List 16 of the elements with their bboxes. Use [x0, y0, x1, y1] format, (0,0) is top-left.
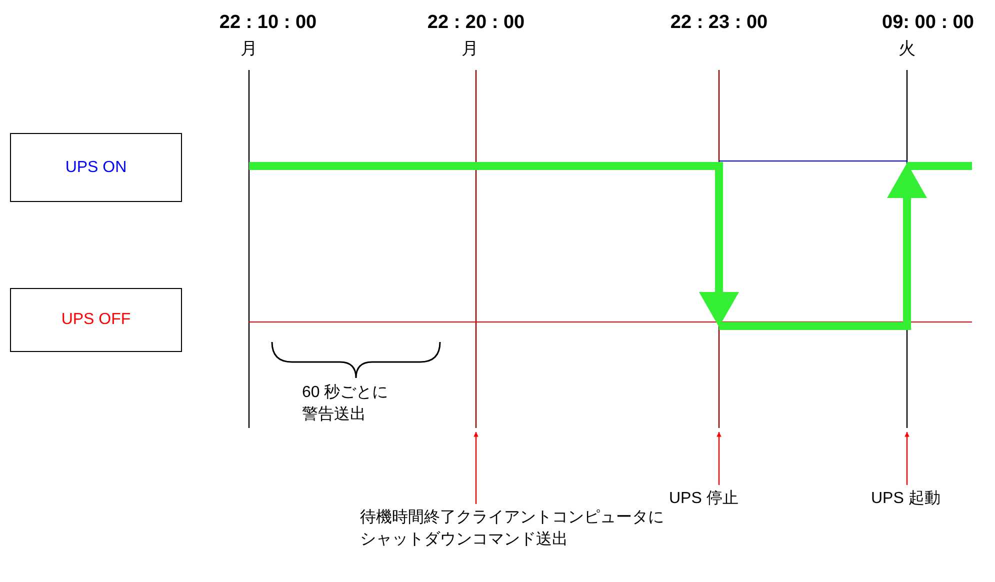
day-label: 火: [898, 38, 916, 60]
leader-arrow: [474, 432, 478, 504]
time-label: 22 : 10 : 00: [219, 11, 317, 35]
leader-arrow: [716, 432, 722, 485]
day-label: 月: [462, 38, 478, 60]
state-box: UPS ON: [10, 133, 182, 202]
time-label: 22 : 23 : 00: [670, 11, 768, 35]
time-label: 09: 00 : 00: [882, 11, 974, 35]
note-text: UPS 起動: [871, 488, 971, 510]
time-label: 22 : 20 : 00: [427, 11, 525, 35]
note-text: 待機時間終了クライアントコンピュータにシャットダウンコマンド送出: [360, 507, 670, 550]
state-box: UPS OFF: [10, 288, 182, 352]
interval-note: 60 秒ごとに警告送出: [302, 383, 390, 425]
note-text: UPS 停止: [669, 488, 769, 510]
leader-arrow: [904, 432, 910, 485]
day-label: 月: [240, 38, 258, 60]
